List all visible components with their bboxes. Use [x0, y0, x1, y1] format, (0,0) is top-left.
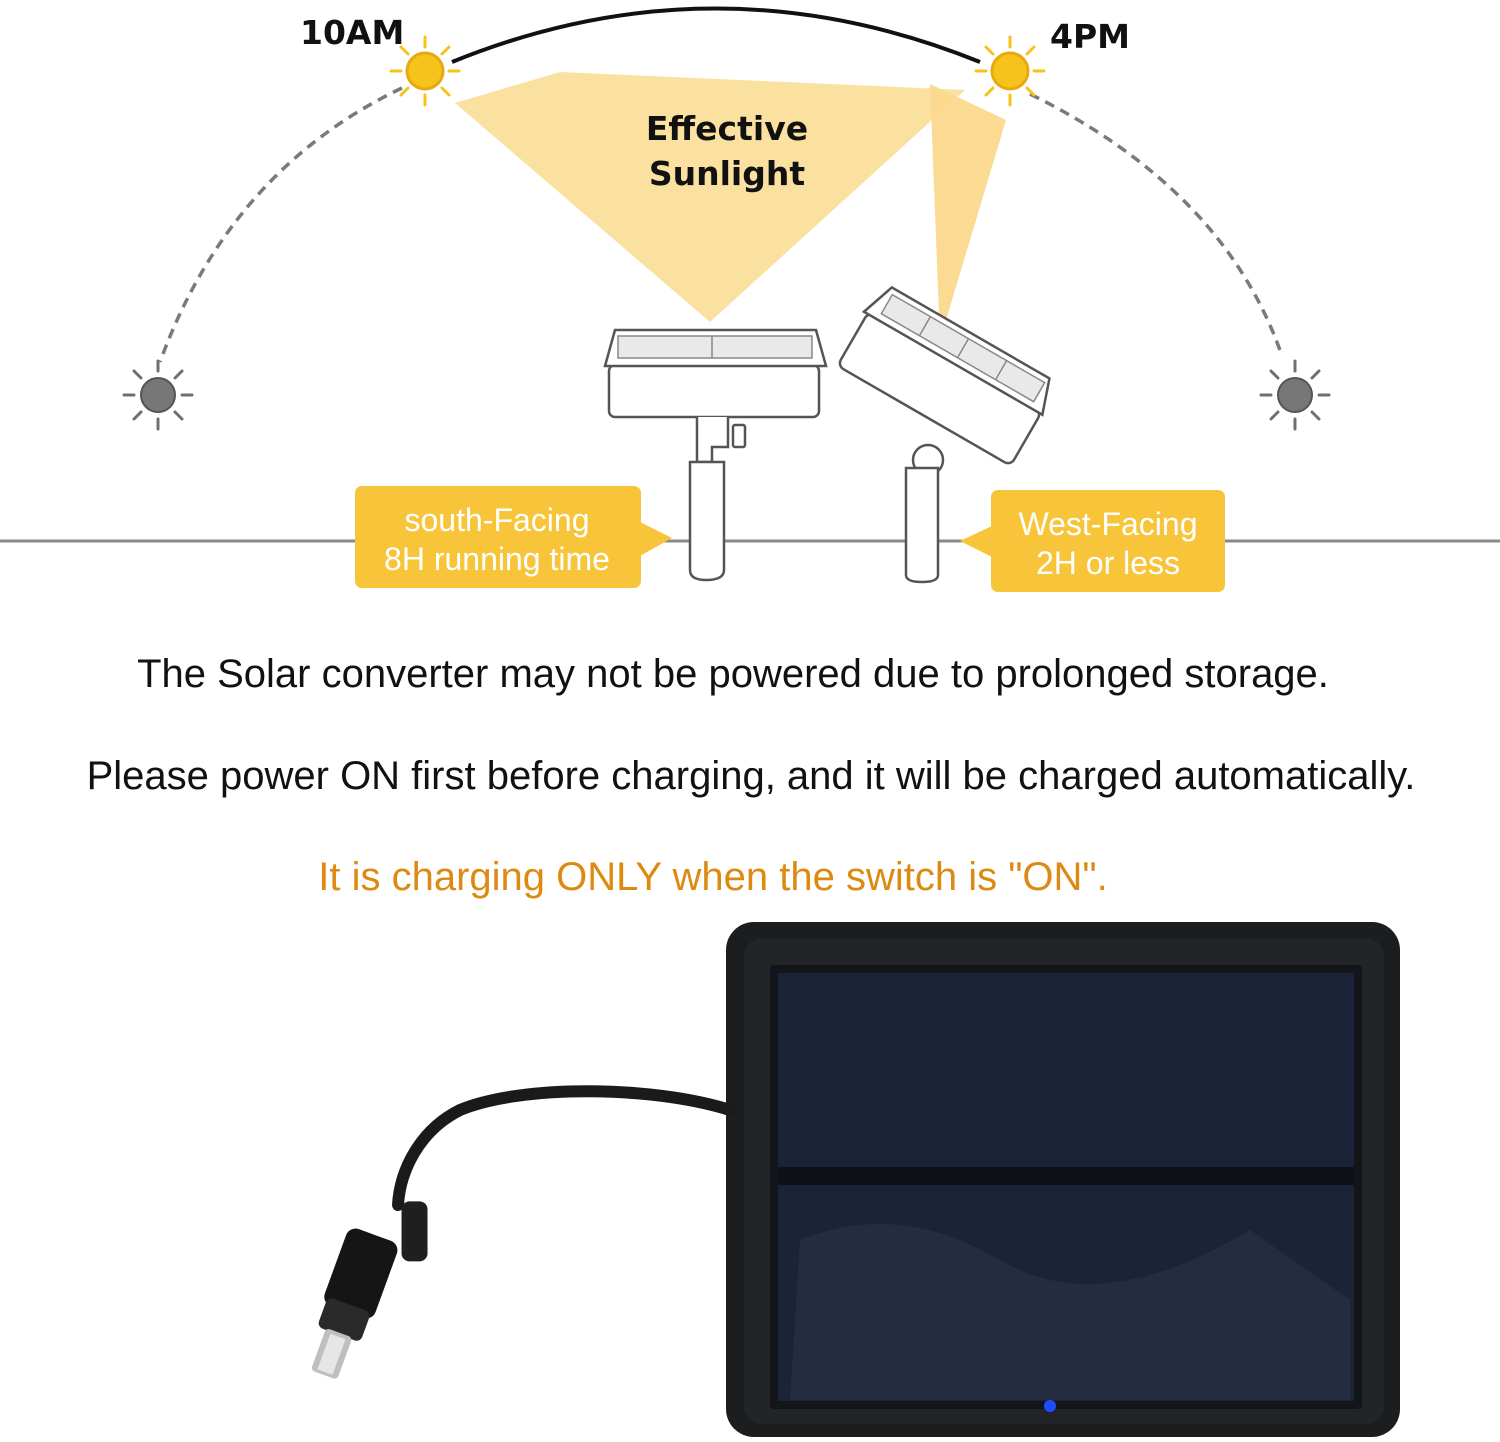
west-facing-beam: [930, 84, 1006, 340]
beam-label-line1: Effective: [646, 109, 808, 148]
sun-icon: [122, 359, 194, 431]
sun-path-effective: [451, 6, 981, 64]
start-time-label: 10AM: [300, 13, 404, 52]
west-facing-callout: West-Facing 2H or less: [960, 490, 1225, 592]
callout-west-line2: 2H or less: [1036, 545, 1180, 581]
callout-south-line2: 8H running time: [384, 541, 610, 577]
power-cable: [392, 1085, 736, 1211]
sun-icon: [389, 35, 461, 107]
sun-icon: [1259, 359, 1331, 431]
solar-panel-icon: [838, 285, 1051, 584]
charging-note: It is charging ONLY when the switch is "…: [318, 855, 1108, 899]
sun-path-evening: [1029, 92, 1284, 357]
callout-west-line1: West-Facing: [1018, 506, 1197, 542]
dc-plug-icon: [311, 1201, 428, 1379]
solar-panel-photo: [726, 922, 1400, 1437]
power-note: Please power ON first before charging, a…: [86, 754, 1416, 798]
south-facing-callout: south-Facing 8H running time: [355, 486, 672, 588]
solar-panel-icon: [603, 328, 828, 582]
beam-label-line2: Sunlight: [649, 154, 805, 193]
indicator-led: [1044, 1400, 1056, 1412]
callout-south-line1: south-Facing: [405, 502, 590, 538]
effective-sunlight-beam: [455, 72, 965, 322]
sun-icon: [974, 35, 1046, 107]
sun-path-morning: [158, 86, 403, 363]
storage-note: The Solar converter may not be powered d…: [137, 652, 1329, 696]
end-time-label: 4PM: [1050, 17, 1130, 56]
